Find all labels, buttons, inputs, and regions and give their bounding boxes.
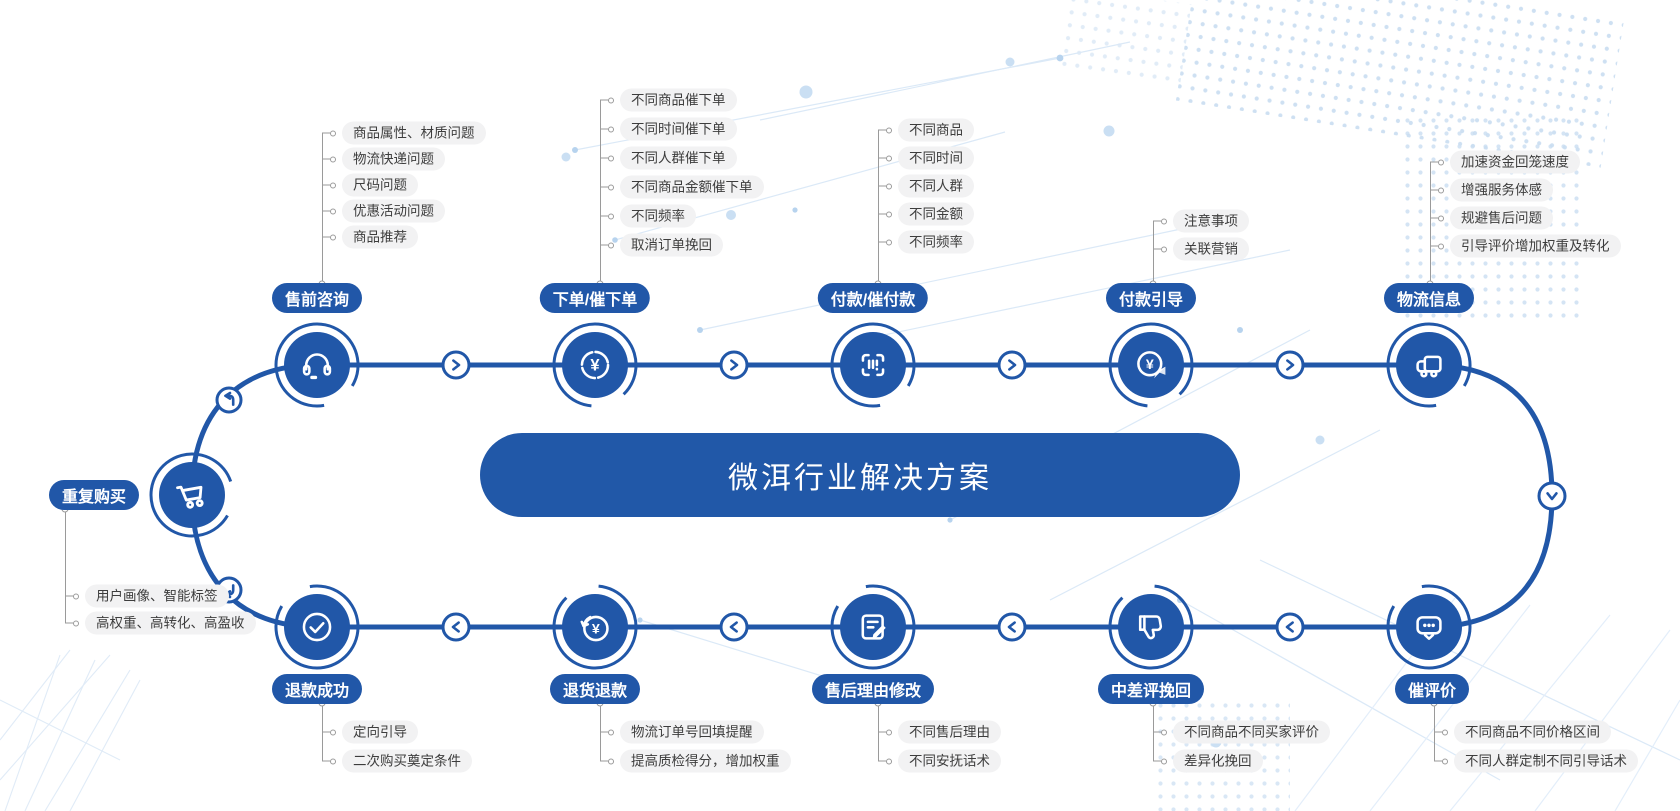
stage-node-payment (830, 322, 916, 408)
stage-label-payment: 付款/催付款 (817, 283, 929, 313)
stage-label-pre-sale: 售前咨询 (271, 283, 363, 313)
callout-item: 不同商品不同买家评价 (1173, 720, 1330, 744)
callout-item: 加速资金回笼速度 (1450, 150, 1580, 174)
callout-item: 注意事项 (1173, 209, 1249, 233)
callout-item: 定向引导 (342, 720, 418, 744)
callout-item: 引导评价增加权重及转化 (1450, 234, 1621, 258)
arrow-right-markers (441, 350, 1305, 380)
stage-node-refund-success (274, 584, 360, 670)
stage-label-payment-guide: 付款引导 (1105, 283, 1197, 313)
stage-label-repeat-purchase: 重复购买 (48, 480, 140, 510)
callout-item: 不同人群定制不同引导话术 (1454, 749, 1638, 773)
callout-item: 取消订单挽回 (620, 233, 723, 257)
callout-item: 商品属性、材质问题 (342, 121, 486, 145)
stage-node-aftersale-reason (830, 584, 916, 670)
callout-item: 不同商品 (898, 118, 974, 142)
stage-node-pre-sale (274, 322, 360, 408)
callout-item: 不同时间催下单 (620, 117, 737, 141)
callout-item: 不同频率 (898, 230, 974, 254)
stage-label-order: 下单/催下单 (539, 283, 651, 313)
callout-item: 不同商品不同价格区间 (1454, 720, 1611, 744)
callout-item: 提高质检得分，增加权重 (620, 749, 791, 773)
callout-item: 差异化挽回 (1173, 749, 1263, 773)
callout-item: 不同金额 (898, 202, 974, 226)
callout-item: 不同人群催下单 (620, 146, 737, 170)
stage-label-aftersale-reason: 售后理由修改 (811, 674, 935, 704)
callout-item: 不同时间 (898, 146, 974, 170)
stage-node-bad-review (1108, 584, 1194, 670)
callout-item: 高权重、高转化、高盈收 (85, 611, 256, 635)
callout-item: 物流订单号回填提醒 (620, 720, 764, 744)
stage-label-logistics: 物流信息 (1383, 283, 1475, 313)
callout-item: 规避售后问题 (1450, 206, 1553, 230)
callout-item: 不同安抚话术 (898, 749, 1001, 773)
callout-item: 不同售后理由 (898, 720, 1001, 744)
callout-item: 不同商品金额催下单 (620, 175, 764, 199)
stage-node-payment-guide (1108, 322, 1194, 408)
stage-label-refund-success: 退款成功 (271, 674, 363, 704)
callout-item: 物流快递问题 (342, 147, 445, 171)
arrow-down-marker (1537, 481, 1567, 511)
callout-item: 尺码问题 (342, 173, 418, 197)
callout-item: 用户画像、智能标签 (85, 584, 229, 608)
stage-label-return-refund: 退货退款 (549, 674, 641, 704)
callout-item: 不同商品催下单 (620, 88, 737, 112)
callout-item: 不同人群 (898, 174, 974, 198)
stage-label-bad-review: 中差评挽回 (1097, 674, 1205, 704)
callout-item: 商品推荐 (342, 225, 418, 249)
title-banner: 微洱行业解决方案 (480, 433, 1240, 517)
callout-item: 关联营销 (1173, 237, 1249, 261)
bottom-left-sketch-lines (0, 649, 141, 811)
stage-node-return-refund (552, 584, 638, 670)
stage-label-urge-review: 催评价 (1394, 674, 1470, 704)
callout-item: 不同频率 (620, 204, 696, 228)
callout-item: 优惠活动问题 (342, 199, 445, 223)
callout-item: 增强服务体感 (1450, 178, 1553, 202)
arrow-left-markers (441, 612, 1305, 642)
stage-node-repeat-purchase (149, 452, 235, 538)
stage-node-order (552, 322, 638, 408)
callout-item: 二次购买奠定条件 (342, 749, 472, 773)
